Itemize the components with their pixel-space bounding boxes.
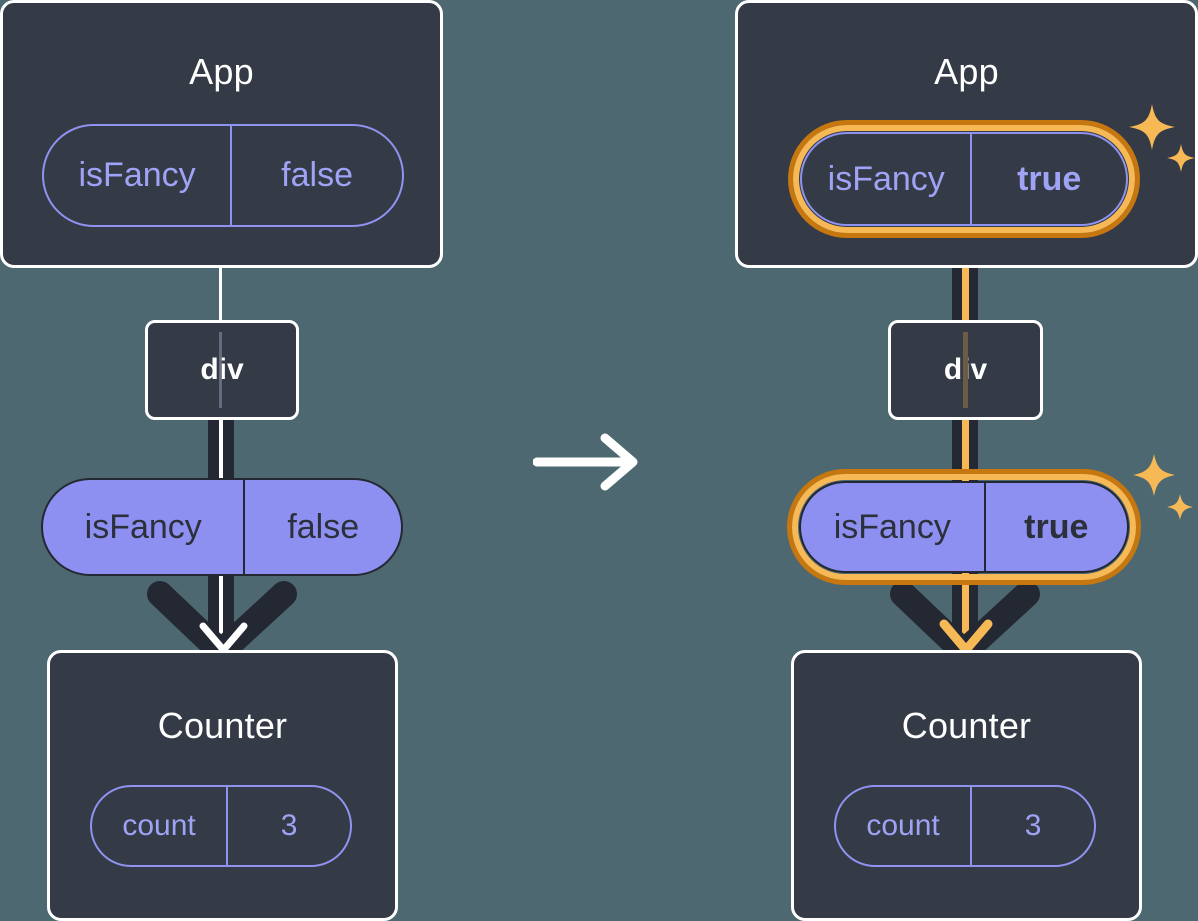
wire-div-to-prop-after-center <box>962 418 969 498</box>
component-title-counter-after: Counter <box>901 705 1032 746</box>
state-pill-counter-after: count 3 <box>834 785 1096 867</box>
state-pill-counter-before-name: count <box>122 809 196 842</box>
wire-through-div-before <box>219 332 222 408</box>
sparkle-group-app-after <box>1129 104 1195 172</box>
transition-arrow-icon <box>533 433 638 491</box>
component-title-app-after: App <box>934 51 999 92</box>
wire-prop-to-counter-after-center <box>962 556 969 656</box>
state-pill-counter-before: count 3 <box>90 785 352 867</box>
wire-app-to-div-after-center <box>962 212 969 324</box>
state-pill-app-after-name: isFancy <box>827 159 945 198</box>
component-title-app-before: App <box>189 51 254 92</box>
component-title-counter-before: Counter <box>157 705 288 746</box>
wire-app-to-div-before <box>219 262 222 324</box>
prop-pill-after-name: isFancy <box>833 507 951 546</box>
state-pill-counter-after-name: count <box>866 809 940 842</box>
state-pill-app-before-name: isFancy <box>78 156 196 194</box>
prop-pill-before-value: false <box>243 480 401 574</box>
wire-div-to-prop-before-center <box>219 418 223 498</box>
prop-pill-before-name: isFancy <box>84 507 202 546</box>
state-pill-app-before-value: false <box>230 126 402 225</box>
wire-through-div-after <box>963 332 968 408</box>
state-pill-app-after: isFancy true <box>800 132 1128 226</box>
prop-pill-after: isFancy true <box>799 481 1129 573</box>
state-pill-counter-after-value: 3 <box>970 787 1094 865</box>
sparkle-group-prop-after <box>1133 454 1193 520</box>
prop-pill-after-value: true <box>983 483 1127 571</box>
element-box-div-before: div <box>145 320 299 420</box>
state-pill-app-after-value: true <box>970 134 1126 224</box>
prop-pill-before: isFancy false <box>41 478 403 576</box>
state-pill-counter-before-value: 3 <box>226 787 350 865</box>
state-pill-app-before: isFancy false <box>42 124 404 227</box>
wire-prop-to-counter-before-center <box>219 556 223 654</box>
